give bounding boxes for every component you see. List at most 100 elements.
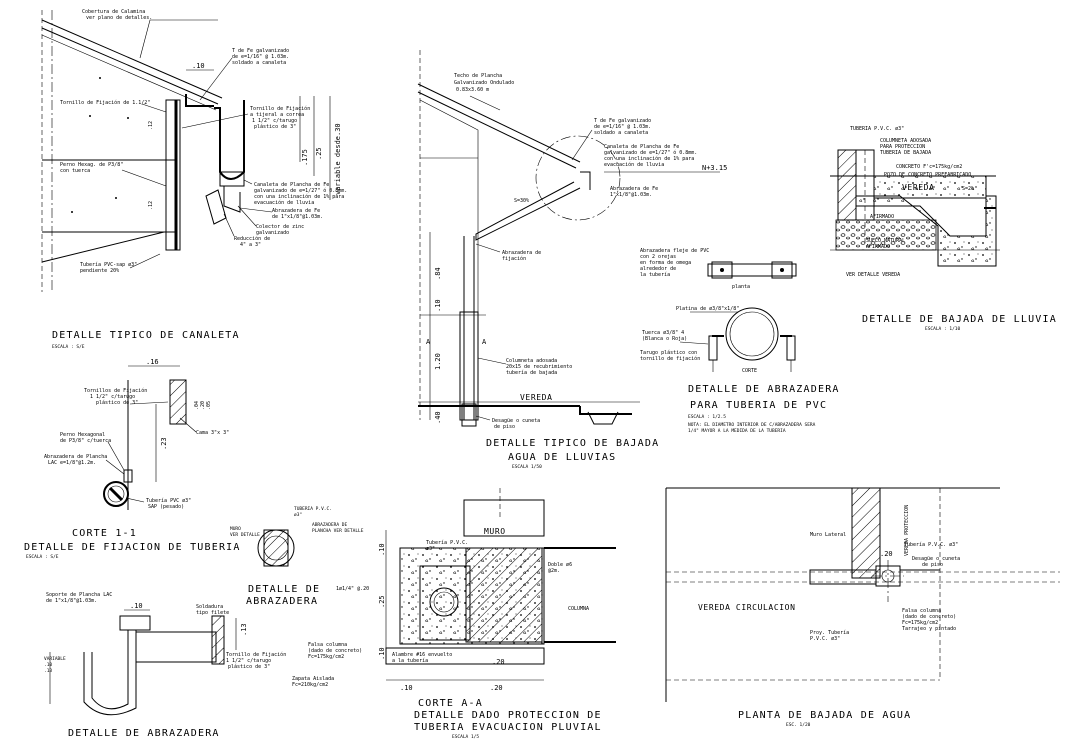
note-abraz-small-tuberia-2: ø3" — [294, 512, 302, 518]
label-corte-muro: MURO — [484, 527, 506, 536]
note-lluvia-pendiente: S=2% — [962, 186, 974, 192]
note-abraz-pvc-3: en forma de omega — [640, 260, 691, 266]
note-abraz-small-muro: MURO — [230, 526, 241, 532]
note-corte-alambre: Alambre #16 envuelto — [392, 652, 452, 658]
note-abraz-small-tuberia: TUBERIA P.V.C. — [294, 506, 332, 512]
note-tfe-3: soldado a canaleta — [232, 60, 286, 66]
note-tuerca: Tuerca ø3/8" 4 — [642, 330, 684, 336]
scale-abraz-pvc: ESCALA : 1/2.5 — [688, 414, 726, 420]
scale-bajada: ESCALA 1/50 — [512, 464, 542, 470]
title-bajada-2: AGUA DE LLUVIAS — [508, 452, 616, 463]
scale-planta-bajada: ESC. 1/20 — [786, 722, 811, 728]
note-tornillo-fij-2: a tijeral a correa — [250, 112, 304, 118]
note-canaleta-4: evacuación de lluvia — [254, 199, 314, 206]
note-bajada-canaleta-2: galvanizado de e=1/27" ó 0.8mm. — [604, 149, 697, 156]
note-techo-3: 0.83x3.60 m — [456, 87, 489, 93]
dim-abraz-13: .13 — [240, 623, 248, 636]
note-fij-tuberia: Tubería PVC ø3" — [146, 497, 191, 504]
note-lluvia-ver: VER DETALLE VEREDA — [846, 272, 900, 278]
detail-canaleta: .10 .175 .25 variable desde.30 .12 .12 C… — [41, 9, 347, 350]
dim-corte-20b: .20 — [490, 684, 503, 692]
note-fij-abrazadera-2: LAC e=1/8"@1.2m. — [48, 460, 96, 466]
note-abraz-soldadura: Soldadura — [196, 604, 223, 610]
dim-canaleta-175: .175 — [301, 149, 309, 166]
note-abraz-pvc-4: alrededor de — [640, 266, 676, 272]
note-abraz-pvc-2: con 2 orejas — [640, 254, 676, 260]
note-fij-cama: Cama 3"x 3" — [196, 430, 229, 436]
note-bajada-abrazadera: Abrazadera de Fe — [610, 186, 658, 192]
nivel-bajada: N+3.15 — [702, 164, 727, 172]
dim-abraz-10: .10 — [130, 602, 143, 610]
note-abraz-soporte: Soporte de Plancha LAC — [46, 592, 112, 598]
note-bajada-canaleta-3: con una inclinación de 1% para — [604, 155, 694, 162]
note-abraz-soporte-2: de 1"x1/8"@1.03m. — [46, 598, 97, 604]
note-planta-proy-2: P.V.C. ø3" — [810, 636, 840, 642]
note-bajada-tfe-3: soldado a canaleta — [594, 130, 648, 136]
note-platina: Platina de ø3/8"x1/8" — [676, 306, 739, 312]
note-fij-tornillos-3: plástico de 3" — [96, 399, 138, 406]
note-planta-muro: Muro Lateral — [810, 532, 846, 538]
note-abraz-small-abrazadera-2: PLANCHA VER DETALLE — [312, 528, 364, 534]
note-tuerca-2: (Blanca o Roja) — [642, 336, 687, 342]
title-bajada: DETALLE TIPICO DE BAJADA — [486, 438, 659, 449]
note-columneta-2: 20x15 de recubrimiento — [506, 364, 572, 370]
dim-bajada-120: 1.20 — [434, 353, 442, 370]
note-planta-tuberia: Tubería P.V.C. ø3" — [904, 541, 958, 548]
note-corte-columna: COLUMNA — [568, 606, 589, 612]
note-abraz-small-abrazadera: ABRAZADERA DE — [312, 522, 348, 528]
pendiente-bajada: S=30% — [514, 198, 529, 204]
note-abraz-small-ver: VER DETALLE — [230, 532, 260, 538]
label-vereda-circulacion: VEREDA CIRCULACION — [698, 603, 796, 612]
note-corte-falso-3: Fc=175kg/cm2 — [308, 654, 344, 660]
note-cubierta-2: ver plano de detalles. — [86, 15, 152, 21]
note-bajada-canaleta-4: evacuación de lluvia — [604, 161, 664, 168]
dim-canaleta-b: .12 — [148, 201, 154, 210]
title-abraz-small: DETALLE DE — [248, 584, 320, 595]
note-bajada-desague: Desagüe o cuneta — [492, 418, 540, 424]
note-corte-doble-2: @2m. — [548, 568, 560, 574]
dim-fijacion-b: .20 — [200, 401, 206, 410]
note-tuberia-2: pendiente 20% — [80, 268, 119, 274]
dim-canaleta-25: .25 — [315, 147, 323, 160]
note-colector-2: galvanizado — [256, 230, 289, 236]
note-fij-tuberia-2: SAP (pesado) — [148, 504, 184, 510]
note-tfe: T de Fe galvanizado — [232, 48, 289, 54]
note-tornillo-fij: Tornillo de Fijación — [250, 105, 310, 112]
note-planta-proy: Proy. Tubería — [810, 629, 849, 636]
dim-corte-10b: .10 — [378, 647, 386, 660]
note-bajada-abrazadera-fij-2: fijación — [502, 255, 526, 262]
note-planta-falsa-4: Tarrajeo y pintado — [902, 626, 956, 632]
note-fij-tornillos-2: 1 1/2" c/tarugo — [90, 394, 135, 400]
note-tfe-2: de e=1/16" @ 1.03m. — [232, 54, 289, 60]
note-canaleta-2: galvanizado de e=1/27" ó 0.8mm. — [254, 187, 347, 194]
title-fijacion: CORTE 1-1 — [72, 528, 137, 539]
note-lluvia-concreto: CONCRETO F'c=175kg/cm2 — [896, 164, 962, 170]
detail-bajada-lluvia: TUBERIA P.V.C. ø3" COLUMNETA ADOSADA PAR… — [830, 126, 1056, 332]
label-lluvia-vereda: VEREDA — [902, 183, 935, 192]
dim-corte-20: .20 — [492, 658, 505, 666]
note-corte-alambre-2: a la tubería — [392, 657, 428, 664]
dim-abraz-variable: VARIABLE — [44, 656, 66, 662]
section-a-left: A — [426, 338, 431, 346]
note-corte-tuberia-2: ø3" — [426, 546, 435, 552]
dim-fijacion-c: .04 — [194, 401, 200, 410]
note-bajada-abrazadera-fij: Abrazadera de — [502, 250, 541, 256]
dim-canaleta-10: .10 — [192, 62, 205, 70]
detail-fijacion: .16 .23 .05 .20 .04 Tornillos de Fijació… — [24, 358, 241, 560]
dim-abraz-v2: .13 — [44, 668, 52, 674]
note-lluvia-afirmado: AFIRMADO — [870, 214, 894, 220]
title-fijacion-2: DETALLE DE FIJACION DE TUBERIA — [24, 542, 241, 553]
title-corte-aa-2: DETALLE DADO PROTECCION DE — [414, 710, 602, 721]
note-abraz-soldadura-2: tipo filete — [196, 610, 229, 616]
dim-abraz-v: .10 — [44, 662, 52, 668]
note-colector: Colector de zinc — [256, 224, 304, 230]
title-canaleta: DETALLE TIPICO DE CANALETA — [52, 330, 240, 341]
note-perno-2: con tuerca — [60, 168, 90, 174]
note-fij-tornillos: Tornillos de Fijación — [84, 387, 147, 394]
note-corte-falso: Falsa columna — [308, 642, 347, 648]
note-corte-zapata-2: Fc=210kg/cm2 — [292, 682, 328, 688]
title-abraz-det: DETALLE DE ABRAZADERA — [68, 728, 220, 739]
section-a-right: A — [482, 338, 487, 346]
note-perno: Perno Hexag. de P3/8" — [60, 162, 123, 168]
dim-bajada-84: .84 — [434, 267, 442, 280]
